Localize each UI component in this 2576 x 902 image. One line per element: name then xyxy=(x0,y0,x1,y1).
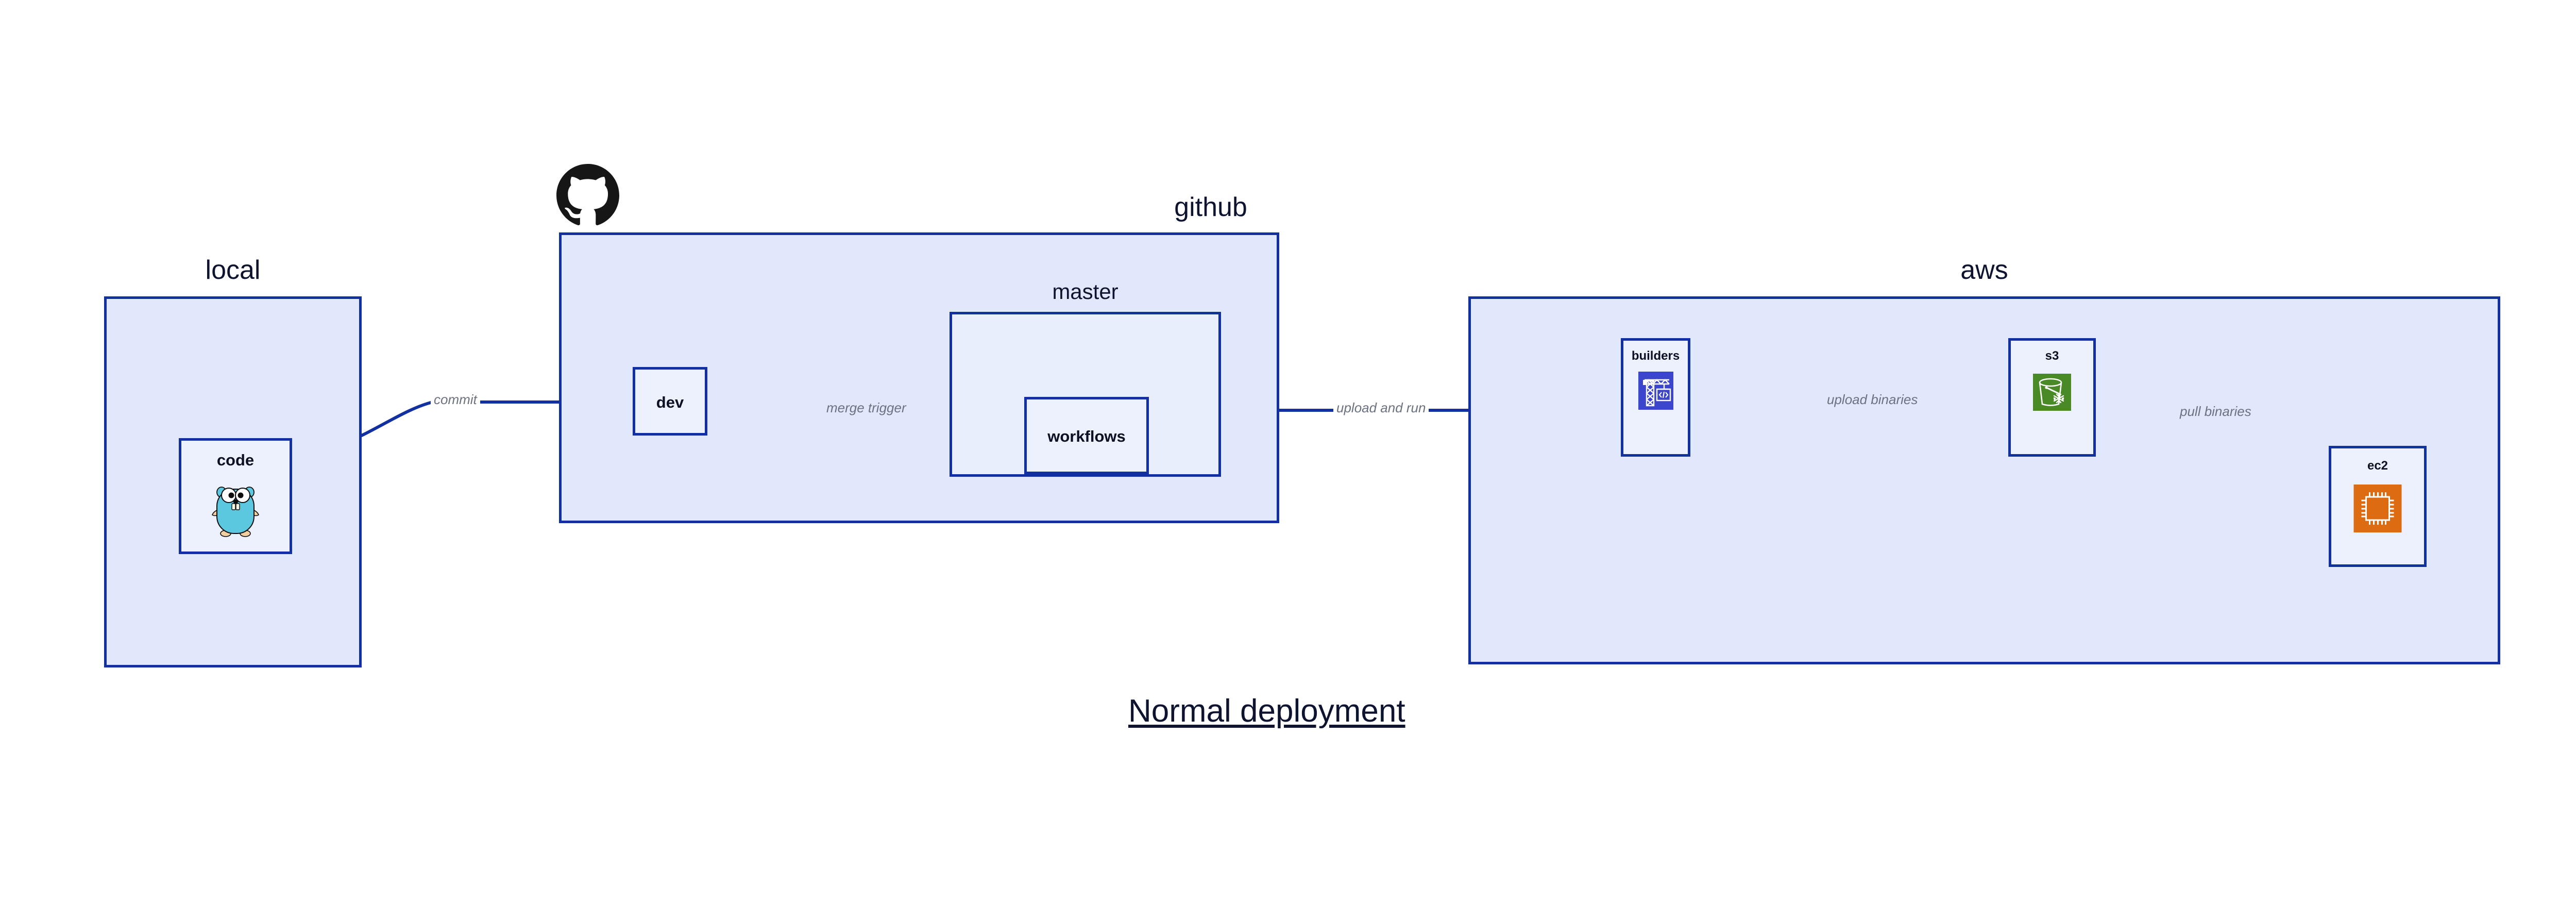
aws-s3-glacier-bucket-icon xyxy=(2033,374,2071,411)
go-gopher-icon xyxy=(211,478,260,539)
node-ec2[interactable]: ec2 xyxy=(2329,446,2427,567)
node-workflows[interactable]: workflows xyxy=(1024,397,1149,474)
edge-label-pull-binaries: pull binaries xyxy=(2177,405,2255,418)
figure-caption: Normal deployment xyxy=(1128,693,1405,729)
edge-label-upload-binaries: upload binaries xyxy=(1824,393,1921,406)
node-s3[interactable]: s3 xyxy=(2008,338,2096,457)
node-code-label: code xyxy=(216,451,255,469)
group-aws-title: aws xyxy=(1960,255,2008,285)
aws-ec2-chip-icon xyxy=(2353,485,2402,532)
node-dev-label: dev xyxy=(656,393,684,411)
node-builders[interactable]: builders xyxy=(1621,338,1690,457)
node-code[interactable]: code xyxy=(179,438,292,554)
github-octocat-icon xyxy=(556,164,619,227)
node-dev[interactable]: dev xyxy=(633,367,707,436)
subgroup-master-title: master xyxy=(1052,279,1118,304)
edge-label-commit: commit xyxy=(431,393,480,406)
node-builders-label: builders xyxy=(1631,349,1680,363)
edge-label-upload-and-run: upload and run xyxy=(1333,401,1429,414)
group-local-title: local xyxy=(205,255,261,285)
node-workflows-label: workflows xyxy=(1047,427,1126,445)
edge-label-merge-trigger: merge trigger xyxy=(823,401,909,414)
node-s3-label: s3 xyxy=(2045,349,2059,363)
group-github-title: github xyxy=(1174,192,1247,222)
node-ec2-label: ec2 xyxy=(2367,459,2388,473)
aws-builders-crane-icon xyxy=(1638,372,1673,410)
